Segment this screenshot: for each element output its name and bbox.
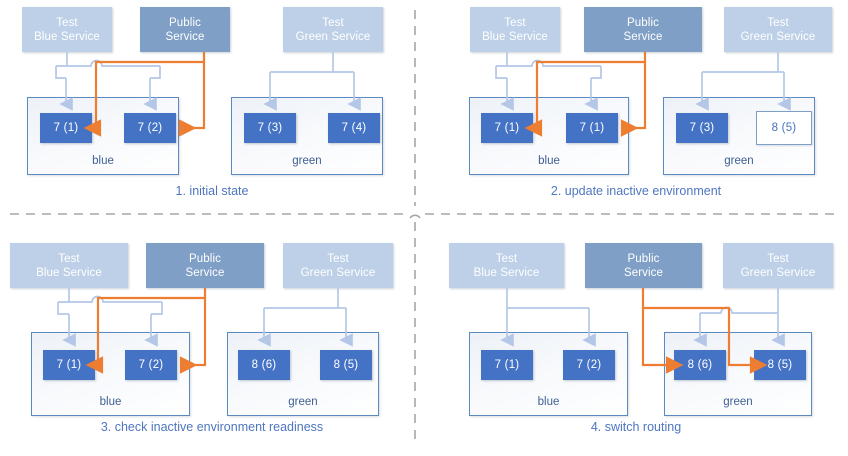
environment-label: blue: [538, 155, 560, 167]
service-test-blue[interactable]: Test Blue Service: [22, 7, 112, 52]
environment-label: blue: [99, 396, 122, 408]
wire-test-green: [257, 288, 353, 347]
service-public[interactable]: Public Service: [584, 7, 702, 52]
environment-label: green: [292, 155, 322, 167]
wire-test-green: [695, 52, 791, 111]
service-test-green[interactable]: Test Green Service: [724, 7, 832, 52]
wire-test-blue: [495, 52, 602, 111]
wire-test-blue: [500, 288, 596, 347]
service-line-2: Service: [623, 266, 664, 279]
panel-caption: 4. switch routing: [590, 420, 682, 434]
pod-blue-2[interactable]: 7 (2): [124, 113, 176, 143]
service-line-2: Blue Service: [473, 266, 540, 279]
pod-blue-2[interactable]: 7 (2): [125, 350, 177, 380]
pod-green-2[interactable]: 8 (5): [756, 111, 812, 145]
service-line-1: Public: [169, 16, 201, 29]
service-test-green[interactable]: Test Green Service: [723, 243, 833, 288]
service-line-1: Test: [322, 16, 344, 29]
service-line-1: Test: [58, 252, 80, 265]
service-line-2: Green Service: [295, 30, 371, 43]
service-line-2: Green Service: [300, 266, 376, 279]
service-line-2: Service: [623, 30, 663, 43]
wire-test-green: [693, 288, 785, 347]
service-line-1: Public: [189, 252, 221, 265]
service-public[interactable]: Public Service: [146, 243, 264, 288]
wire-test-green: [263, 52, 361, 111]
pod-blue-1[interactable]: 7 (1): [481, 113, 533, 143]
service-line-1: Public: [627, 16, 659, 29]
environment-label: green: [288, 396, 318, 408]
connector-lines: [57, 288, 353, 374]
connector-lines: [495, 52, 791, 137]
service-line-1: Test: [504, 16, 526, 29]
service-public[interactable]: Public Service: [585, 243, 702, 288]
environment-label: green: [723, 396, 753, 408]
wire-test-blue: [55, 52, 161, 111]
pod-green-2[interactable]: 7 (4): [328, 113, 380, 143]
service-line-1: Test: [327, 252, 349, 265]
wire-public-route: [641, 288, 768, 374]
service-test-blue[interactable]: Test Blue Service: [470, 7, 560, 52]
connector-lines: [500, 288, 785, 374]
pod-blue-2[interactable]: 7 (2): [563, 350, 615, 380]
service-line-1: Test: [56, 16, 78, 29]
pod-blue-2[interactable]: 7 (1): [566, 113, 618, 143]
service-line-2: Green Service: [740, 266, 816, 279]
pod-green-2[interactable]: 8 (5): [320, 350, 372, 380]
environment-label: blue: [92, 155, 114, 167]
panel-caption: 1. initial state: [175, 184, 249, 198]
pod-green-1[interactable]: 8 (6): [238, 350, 290, 380]
service-line-2: Blue Service: [34, 30, 100, 43]
environment-label: green: [724, 155, 754, 167]
pod-blue-1[interactable]: 7 (1): [40, 113, 92, 143]
service-line-1: Test: [767, 252, 789, 265]
service-test-blue[interactable]: Test Blue Service: [449, 243, 564, 288]
wire-test-blue: [57, 288, 163, 347]
pod-blue-1[interactable]: 7 (1): [481, 350, 533, 380]
service-line-2: Blue Service: [482, 30, 548, 43]
service-line-2: Blue Service: [36, 266, 102, 279]
connector-lines: [55, 52, 361, 137]
wire-public-route: [85, 288, 207, 374]
pod-green-1[interactable]: 7 (3): [676, 113, 728, 143]
panel-caption: 3. check inactive environment readiness: [100, 420, 324, 434]
wire-public-route: [83, 52, 206, 137]
panel-update-inactive: Test Blue Service Public Service Test Gr…: [424, 0, 848, 228]
environment-label: blue: [537, 396, 560, 408]
service-line-2: Service: [185, 266, 225, 279]
service-line-2: Green Service: [740, 30, 816, 43]
pod-green-1[interactable]: 7 (3): [244, 113, 296, 143]
panel-caption: 2. update inactive environment: [550, 184, 722, 198]
service-line-1: Test: [495, 252, 518, 265]
service-line-2: Service: [165, 30, 205, 43]
service-line-1: Public: [627, 252, 660, 265]
service-public[interactable]: Public Service: [140, 7, 230, 52]
service-line-1: Test: [767, 16, 789, 29]
pod-blue-1[interactable]: 7 (1): [43, 350, 95, 380]
panel-check-readiness: Test Blue Service Public Service Test Gr…: [0, 228, 424, 456]
wire-public-route: [524, 52, 647, 137]
service-test-green[interactable]: Test Green Service: [283, 7, 383, 52]
panel-switch-routing: Test Blue Service Public Service Test Gr…: [424, 228, 848, 456]
service-test-green[interactable]: Test Green Service: [283, 243, 393, 288]
panel-initial-state: Test Blue Service Public Service Test Gr…: [0, 0, 424, 228]
service-test-blue[interactable]: Test Blue Service: [10, 243, 128, 288]
